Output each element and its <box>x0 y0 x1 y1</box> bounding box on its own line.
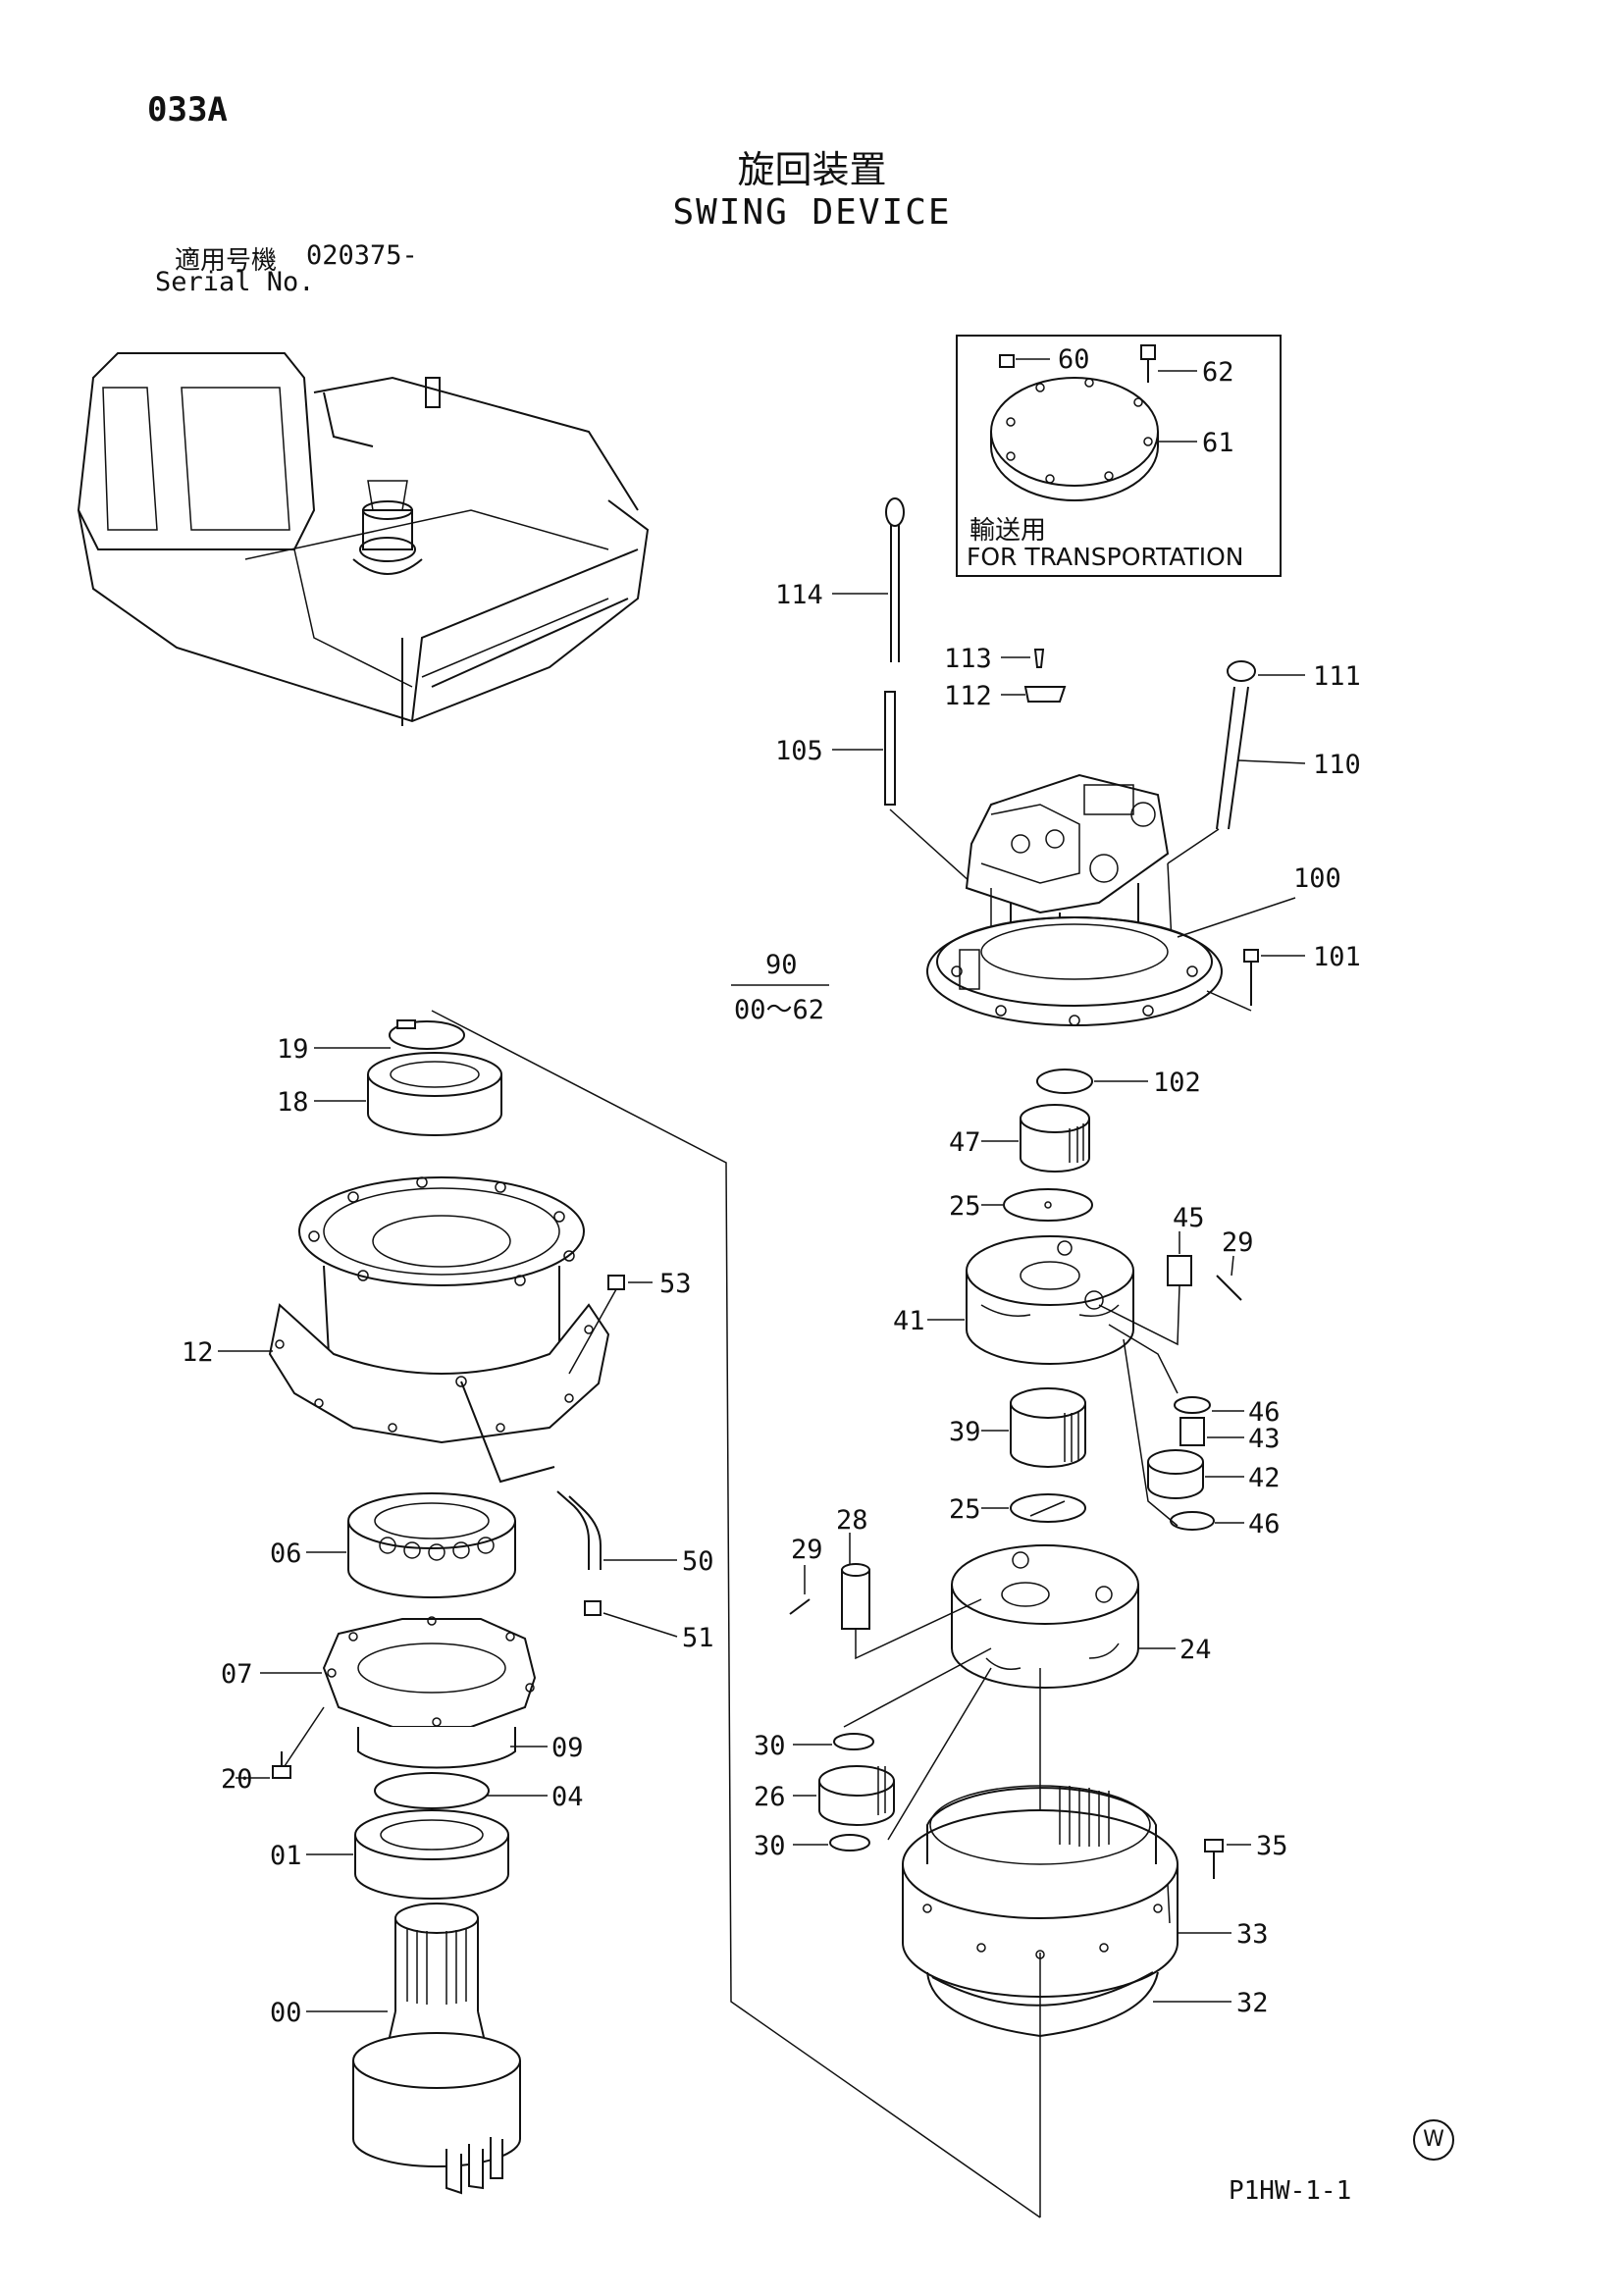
callout-61: 61 <box>1202 428 1234 458</box>
callout-100: 100 <box>1293 863 1341 894</box>
callout-46b: 46 <box>1248 1509 1281 1539</box>
callout-105: 105 <box>775 736 823 766</box>
watermark-w-icon: W <box>1413 2119 1454 2161</box>
group-range: 00～62 <box>734 995 824 1025</box>
callout-33: 33 <box>1236 1919 1269 1950</box>
callout-101: 101 <box>1313 942 1361 972</box>
sheet-code: P1HW-1-1 <box>1229 2176 1352 2206</box>
callout-51: 51 <box>682 1623 714 1653</box>
callout-60: 60 <box>1058 344 1090 375</box>
callout-39: 39 <box>949 1417 981 1447</box>
callout-29a: 29 <box>1222 1227 1254 1258</box>
callout-113: 113 <box>944 644 992 674</box>
callout-114: 114 <box>775 580 823 610</box>
callout-50: 50 <box>682 1546 714 1577</box>
callout-30b: 30 <box>754 1831 786 1861</box>
callout-30a: 30 <box>754 1731 786 1761</box>
callout-06: 06 <box>270 1539 302 1569</box>
page-code: 033A <box>147 90 228 130</box>
callout-42: 42 <box>1248 1463 1281 1493</box>
callout-110: 110 <box>1313 750 1361 780</box>
serial-label-en: Serial No. <box>155 267 315 297</box>
callout-53: 53 <box>659 1269 692 1299</box>
callout-09: 09 <box>551 1733 584 1763</box>
callout-00: 00 <box>270 1998 302 2028</box>
page-title-jp: 旋回装置 <box>737 148 887 191</box>
excavator-overview-illustration <box>77 352 650 726</box>
callout-111: 111 <box>1313 661 1361 692</box>
callout-47: 47 <box>949 1127 981 1158</box>
callout-45: 45 <box>1173 1203 1205 1233</box>
callout-62: 62 <box>1202 357 1234 388</box>
callout-35: 35 <box>1256 1831 1288 1861</box>
page-title-en: SWING DEVICE <box>672 192 952 233</box>
callout-26: 26 <box>754 1782 786 1812</box>
serial-label-jp: 適用号機 <box>175 246 278 276</box>
callout-01: 01 <box>270 1841 302 1871</box>
transport-label-jp: 輸送用 <box>969 516 1047 546</box>
swing-motor-assembly <box>832 497 1306 1026</box>
callout-29b: 29 <box>791 1535 823 1565</box>
callout-112: 112 <box>944 681 992 711</box>
callout-43: 43 <box>1248 1424 1281 1454</box>
callout-07: 07 <box>221 1659 253 1690</box>
callout-24: 24 <box>1179 1635 1212 1665</box>
callout-46a: 46 <box>1248 1397 1281 1428</box>
callout-12: 12 <box>182 1337 214 1368</box>
transport-cover-box <box>956 335 1282 577</box>
callout-102: 102 <box>1153 1068 1201 1098</box>
callout-25a: 25 <box>949 1191 981 1222</box>
planetary-gear-train <box>789 1069 1251 2217</box>
callout-04: 04 <box>551 1782 584 1812</box>
transport-label-en: FOR TRANSPORTATION <box>967 543 1244 571</box>
callout-25b: 25 <box>949 1494 981 1525</box>
callout-41: 41 <box>893 1306 925 1336</box>
callout-20: 20 <box>221 1764 253 1795</box>
callout-32: 32 <box>1236 1988 1269 2018</box>
callout-28: 28 <box>836 1505 868 1536</box>
callout-18: 18 <box>277 1087 309 1118</box>
group-number: 90 <box>765 950 798 980</box>
reduction-gear-housing <box>218 1010 1041 2218</box>
serial-value: 020375- <box>306 240 418 271</box>
callout-19: 19 <box>277 1034 309 1065</box>
